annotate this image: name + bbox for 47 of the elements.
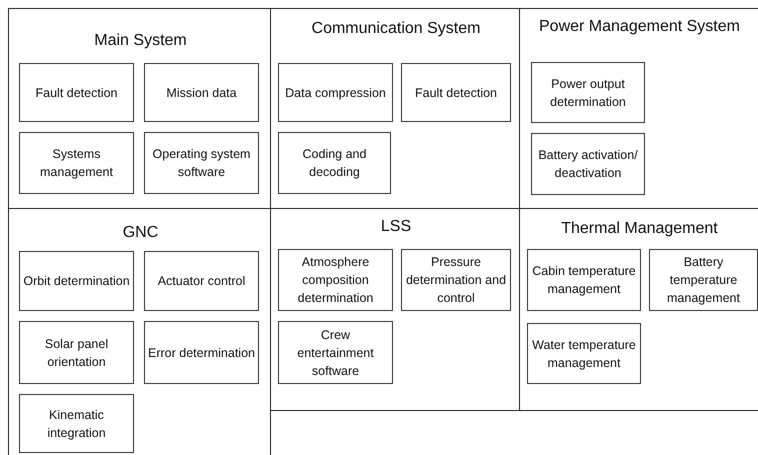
function-box [527,323,641,384]
function-label: Battery activation/ deactivation [537,147,639,182]
function-box [531,133,645,195]
function-label: Operating system software [152,146,252,181]
function-box [401,63,511,122]
function-label: Data compression [284,84,387,102]
function-label: Kinematic integration [46,406,107,442]
function-label: Actuator control [156,273,246,290]
function-label: Coding and decoding [302,146,368,181]
panel-title: GNC [122,223,160,242]
function-label: Cabin temperature management [531,263,637,298]
function-box [278,321,393,384]
function-box [19,394,134,453]
function-box [144,63,259,122]
function-box [19,321,134,384]
function-label: Atmosphere composition determination [296,254,374,307]
function-box [278,63,393,122]
group-panel [8,8,271,209]
function-box [19,251,134,311]
function-label: Pressure determination and control [404,254,508,307]
group-panel [8,208,271,455]
function-box [531,62,645,123]
panel-title: Thermal Management [560,219,719,238]
function-label: Orbit determination [22,273,131,290]
function-box [144,321,259,384]
function-box [527,249,641,311]
function-label: Mission data [165,84,238,102]
function-box [19,132,134,194]
function-box [649,249,758,311]
function-box [144,251,259,311]
panel-title: LSS [380,217,412,236]
panel-title: Communication System [310,19,482,38]
panel-title: Power Management System [538,17,741,36]
function-label: Battery temperature management [666,254,741,307]
function-label: Error determination [147,344,256,362]
function-label: Fault detection [34,84,118,102]
function-label: Crew entertainment software [296,326,375,380]
function-label: Systems management [39,146,114,181]
function-label: Power output determination [549,76,627,110]
function-box [278,249,393,311]
function-box [278,132,391,194]
function-label: Fault detection [414,84,498,102]
function-box [144,132,259,194]
function-box [19,63,134,122]
function-label: Water temperature management [531,336,637,372]
function-label: Solar panel orientation [44,336,110,370]
panel-title: Main System [93,31,188,50]
